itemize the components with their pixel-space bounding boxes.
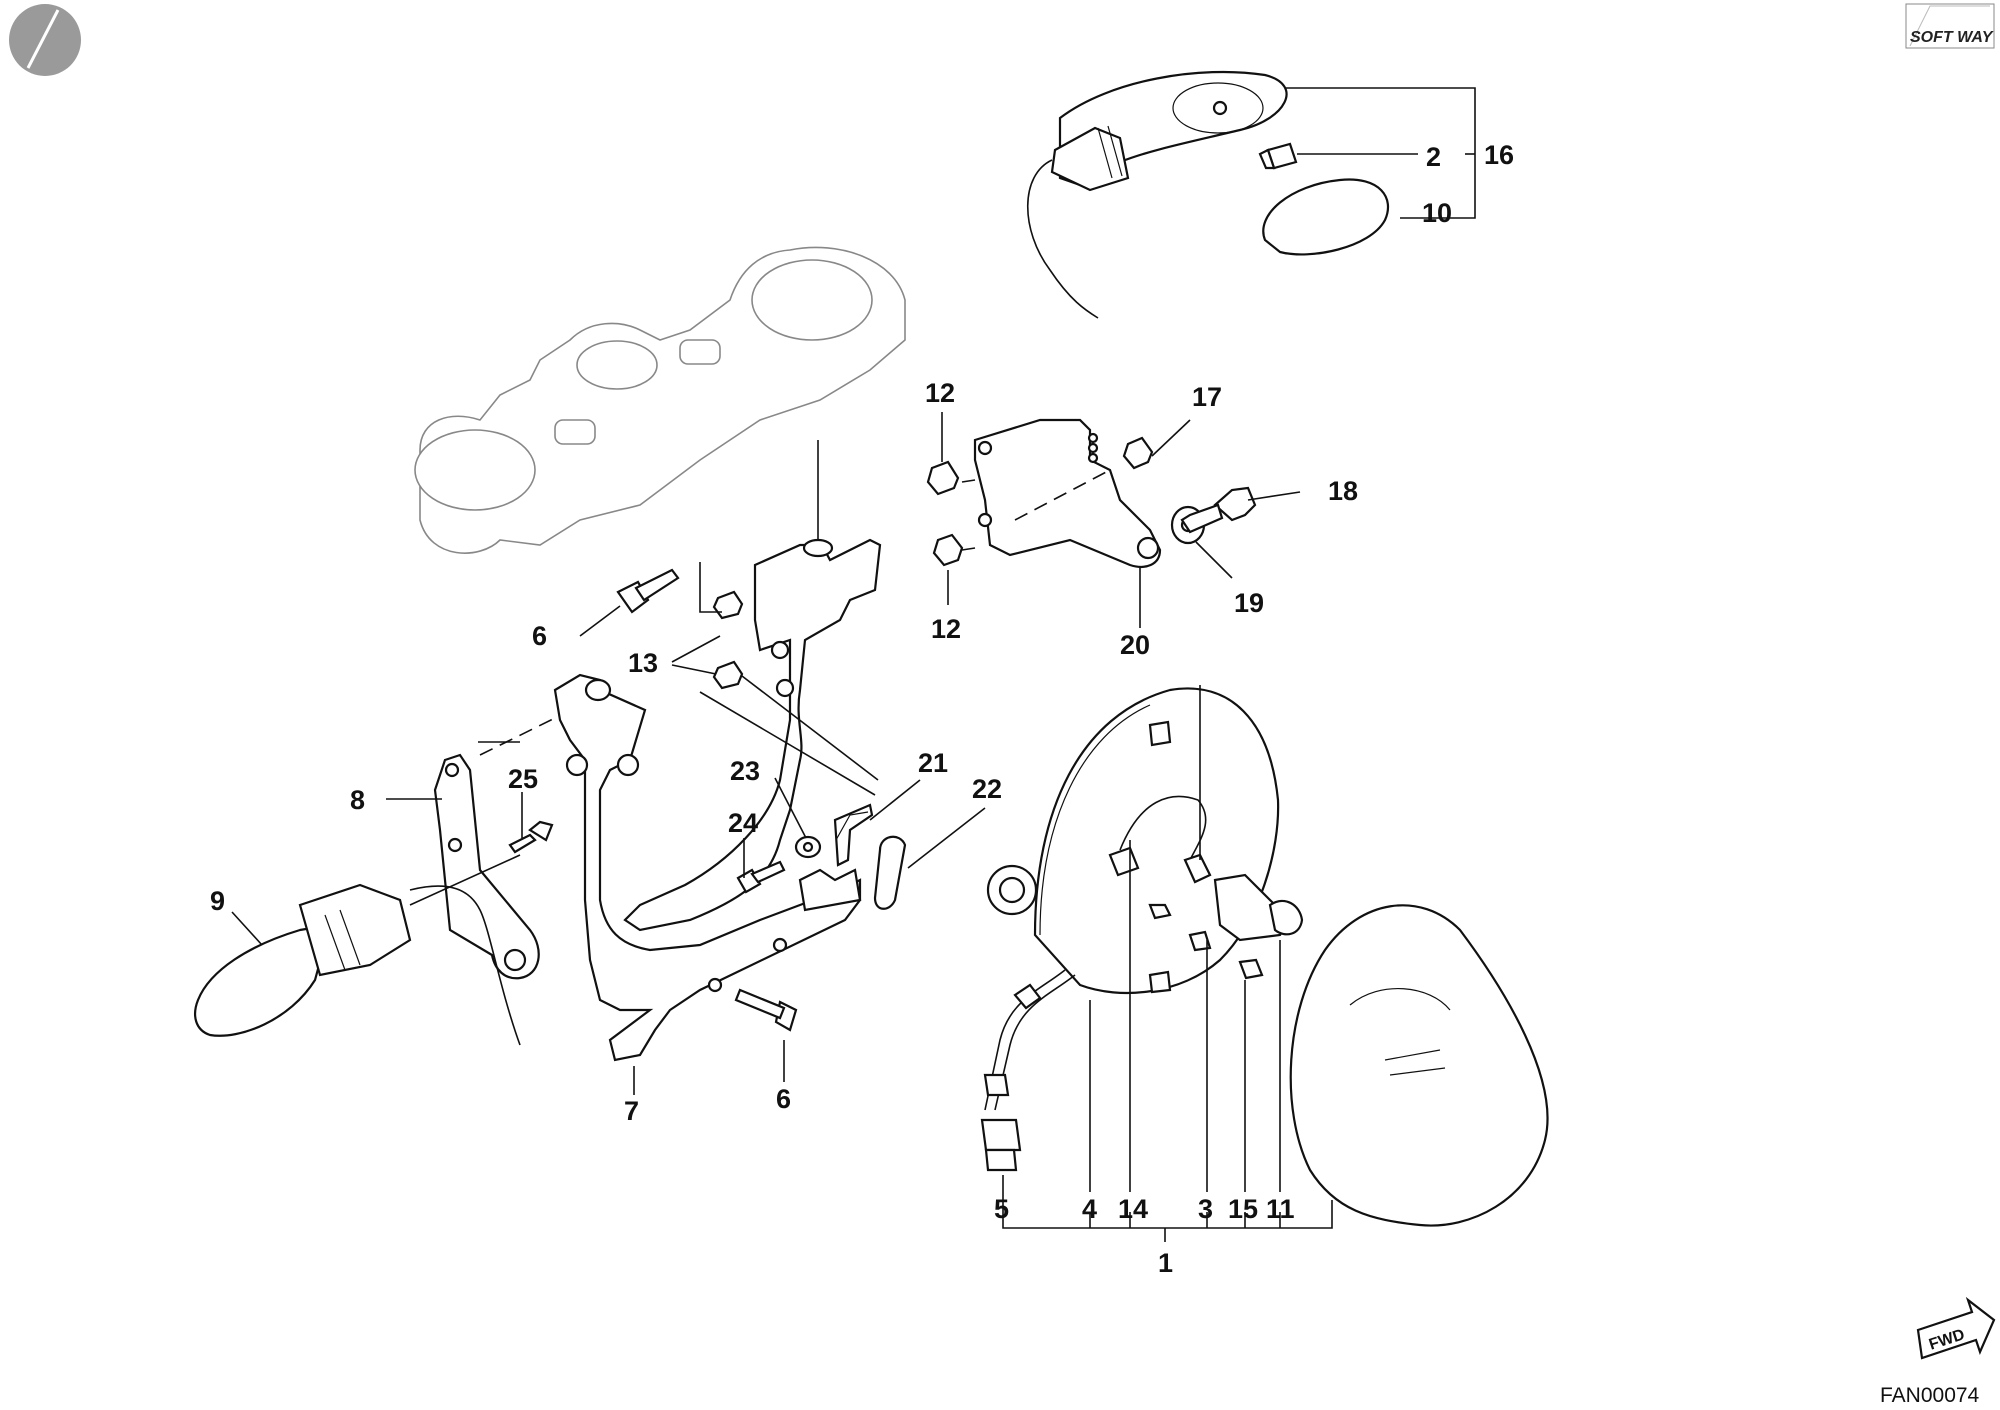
spacer-12-bottom: [932, 533, 964, 567]
callout-3: 3: [1198, 1194, 1213, 1224]
grommet-22: [873, 835, 907, 910]
callout-24: 24: [728, 808, 758, 838]
nut-13-bottom: [712, 660, 744, 690]
callout-2: 2: [1426, 142, 1441, 172]
bulb-small: [1258, 142, 1298, 170]
fwd-direction-icon: FWD: [1916, 1296, 1996, 1360]
callout-25: 25: [508, 764, 538, 794]
callout-23: 23: [730, 756, 760, 786]
drawing-code: FAN00074: [1880, 1384, 1980, 1407]
headlight-shell: [986, 687, 1280, 994]
bolt-6-bottom: [734, 988, 798, 1032]
indicator-lens: [1262, 178, 1390, 256]
bolt-24: [736, 860, 786, 894]
callout-6-bottom: 6: [776, 1084, 791, 1114]
washer-23: [794, 835, 822, 859]
corner-mark-icon: [9, 4, 81, 76]
callout-labels: 2 16 10 12 17 18 12 19 20 6 13 8 25 23 2…: [210, 140, 1514, 1278]
bolt-25: [508, 820, 554, 854]
clip-21: [833, 803, 874, 867]
indicator-right: [1026, 70, 1288, 319]
bracket-7: [553, 673, 862, 1062]
callout-11: 11: [1266, 1194, 1295, 1224]
headlight-lens: [1289, 904, 1549, 1227]
nut-13-top: [712, 590, 744, 620]
spacer-17: [1122, 436, 1154, 470]
callout-22: 22: [972, 774, 1002, 804]
callout-15: 15: [1228, 1194, 1258, 1224]
callout-19: 19: [1234, 588, 1264, 618]
bracket-20: [973, 418, 1162, 568]
callout-4: 4: [1082, 1194, 1097, 1224]
callout-12-bottom: 12: [931, 614, 961, 644]
callout-10: 10: [1422, 198, 1452, 228]
callout-5: 5: [994, 1194, 1009, 1224]
bolt-6-top: [616, 568, 680, 614]
callout-14: 14: [1118, 1194, 1148, 1224]
callout-8: 8: [350, 785, 365, 815]
callout-9: 9: [210, 886, 225, 916]
callout-21: 21: [918, 748, 948, 778]
brand-logo-text: SOFT WAY: [1910, 29, 1994, 46]
bracket-8: [433, 753, 540, 980]
spacer-12-top: [926, 460, 960, 496]
brand-logo: [1905, 3, 1995, 49]
callout-20: 20: [1120, 630, 1150, 660]
triple-clamp: [414, 246, 906, 554]
callout-18: 18: [1328, 476, 1358, 506]
indicator-left: [194, 883, 521, 1046]
callout-12-top: 12: [925, 378, 955, 408]
callout-13: 13: [628, 648, 658, 678]
callout-6-top: 6: [532, 621, 547, 651]
headlight-internals: [1108, 795, 1304, 980]
leader-lines: [231, 87, 1476, 1242]
callout-17: 17: [1192, 382, 1222, 412]
callout-7: 7: [624, 1096, 639, 1126]
callout-16: 16: [1484, 140, 1514, 170]
headlight-wiring: [980, 969, 1076, 1172]
callout-1: 1: [1158, 1248, 1173, 1278]
bolt-18: [1180, 486, 1257, 534]
